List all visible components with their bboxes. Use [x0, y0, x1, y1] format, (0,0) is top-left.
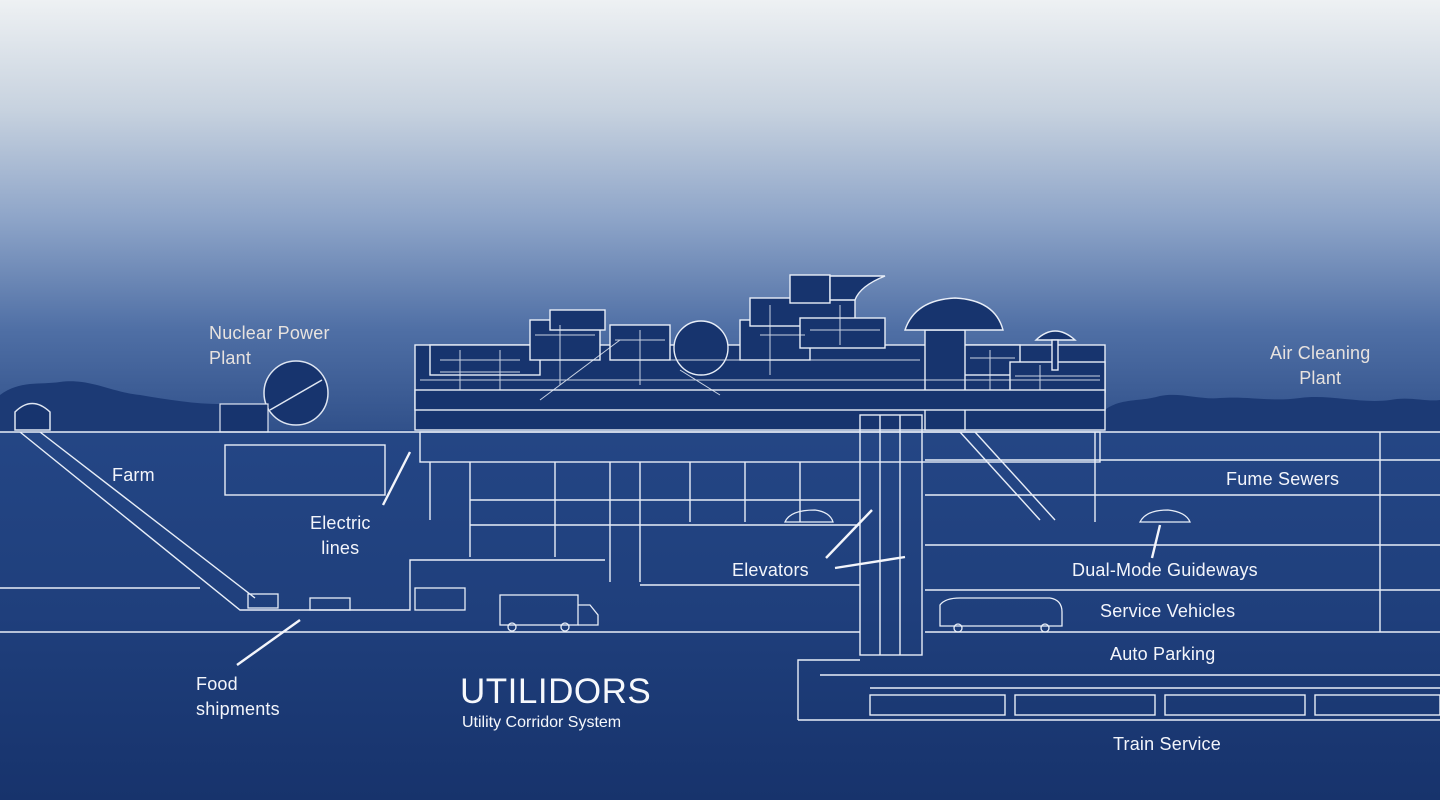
- label-elevators: Elevators: [732, 560, 809, 580]
- label-auto-parking: Auto Parking: [1110, 644, 1216, 664]
- label-line: Food: [196, 674, 238, 694]
- label-line: Plant: [1299, 368, 1342, 388]
- label-line: shipments: [196, 699, 280, 719]
- diagram-subtitle: Utility Corridor System: [462, 714, 622, 731]
- label-fume-sewers: Fume Sewers: [1226, 469, 1340, 489]
- label-line: Electric: [310, 513, 371, 533]
- label-air-cleaning-plant: Air Cleaning Plant: [1270, 341, 1370, 391]
- tree-line: [0, 381, 1440, 432]
- label-farm: Farm: [112, 465, 155, 485]
- label-line: Nuclear Power: [209, 323, 330, 343]
- label-electric-lines: Electric lines: [310, 511, 371, 561]
- farm-barn: [14, 402, 51, 431]
- label-train-service: Train Service: [1113, 734, 1221, 754]
- label-line: Air Cleaning: [1270, 343, 1371, 363]
- underground-structure: [0, 414, 1440, 721]
- diagram-title: UTILIDORS: [460, 672, 652, 711]
- city-windows: [420, 305, 1100, 401]
- vehicles: [247, 509, 1191, 633]
- label-food-shipments: Food shipments: [196, 672, 280, 722]
- label-dual-mode-guideways: Dual-Mode Guideways: [1072, 560, 1258, 580]
- label-service-vehicles: Service Vehicles: [1100, 601, 1236, 621]
- nuclear-dome: [263, 360, 329, 426]
- leader-lines: [236, 451, 1162, 666]
- label-nuclear-power-plant: Nuclear Power Plant: [209, 321, 330, 371]
- ground: [0, 430, 1440, 800]
- label-line: lines: [321, 538, 360, 558]
- label-line: Plant: [209, 348, 252, 368]
